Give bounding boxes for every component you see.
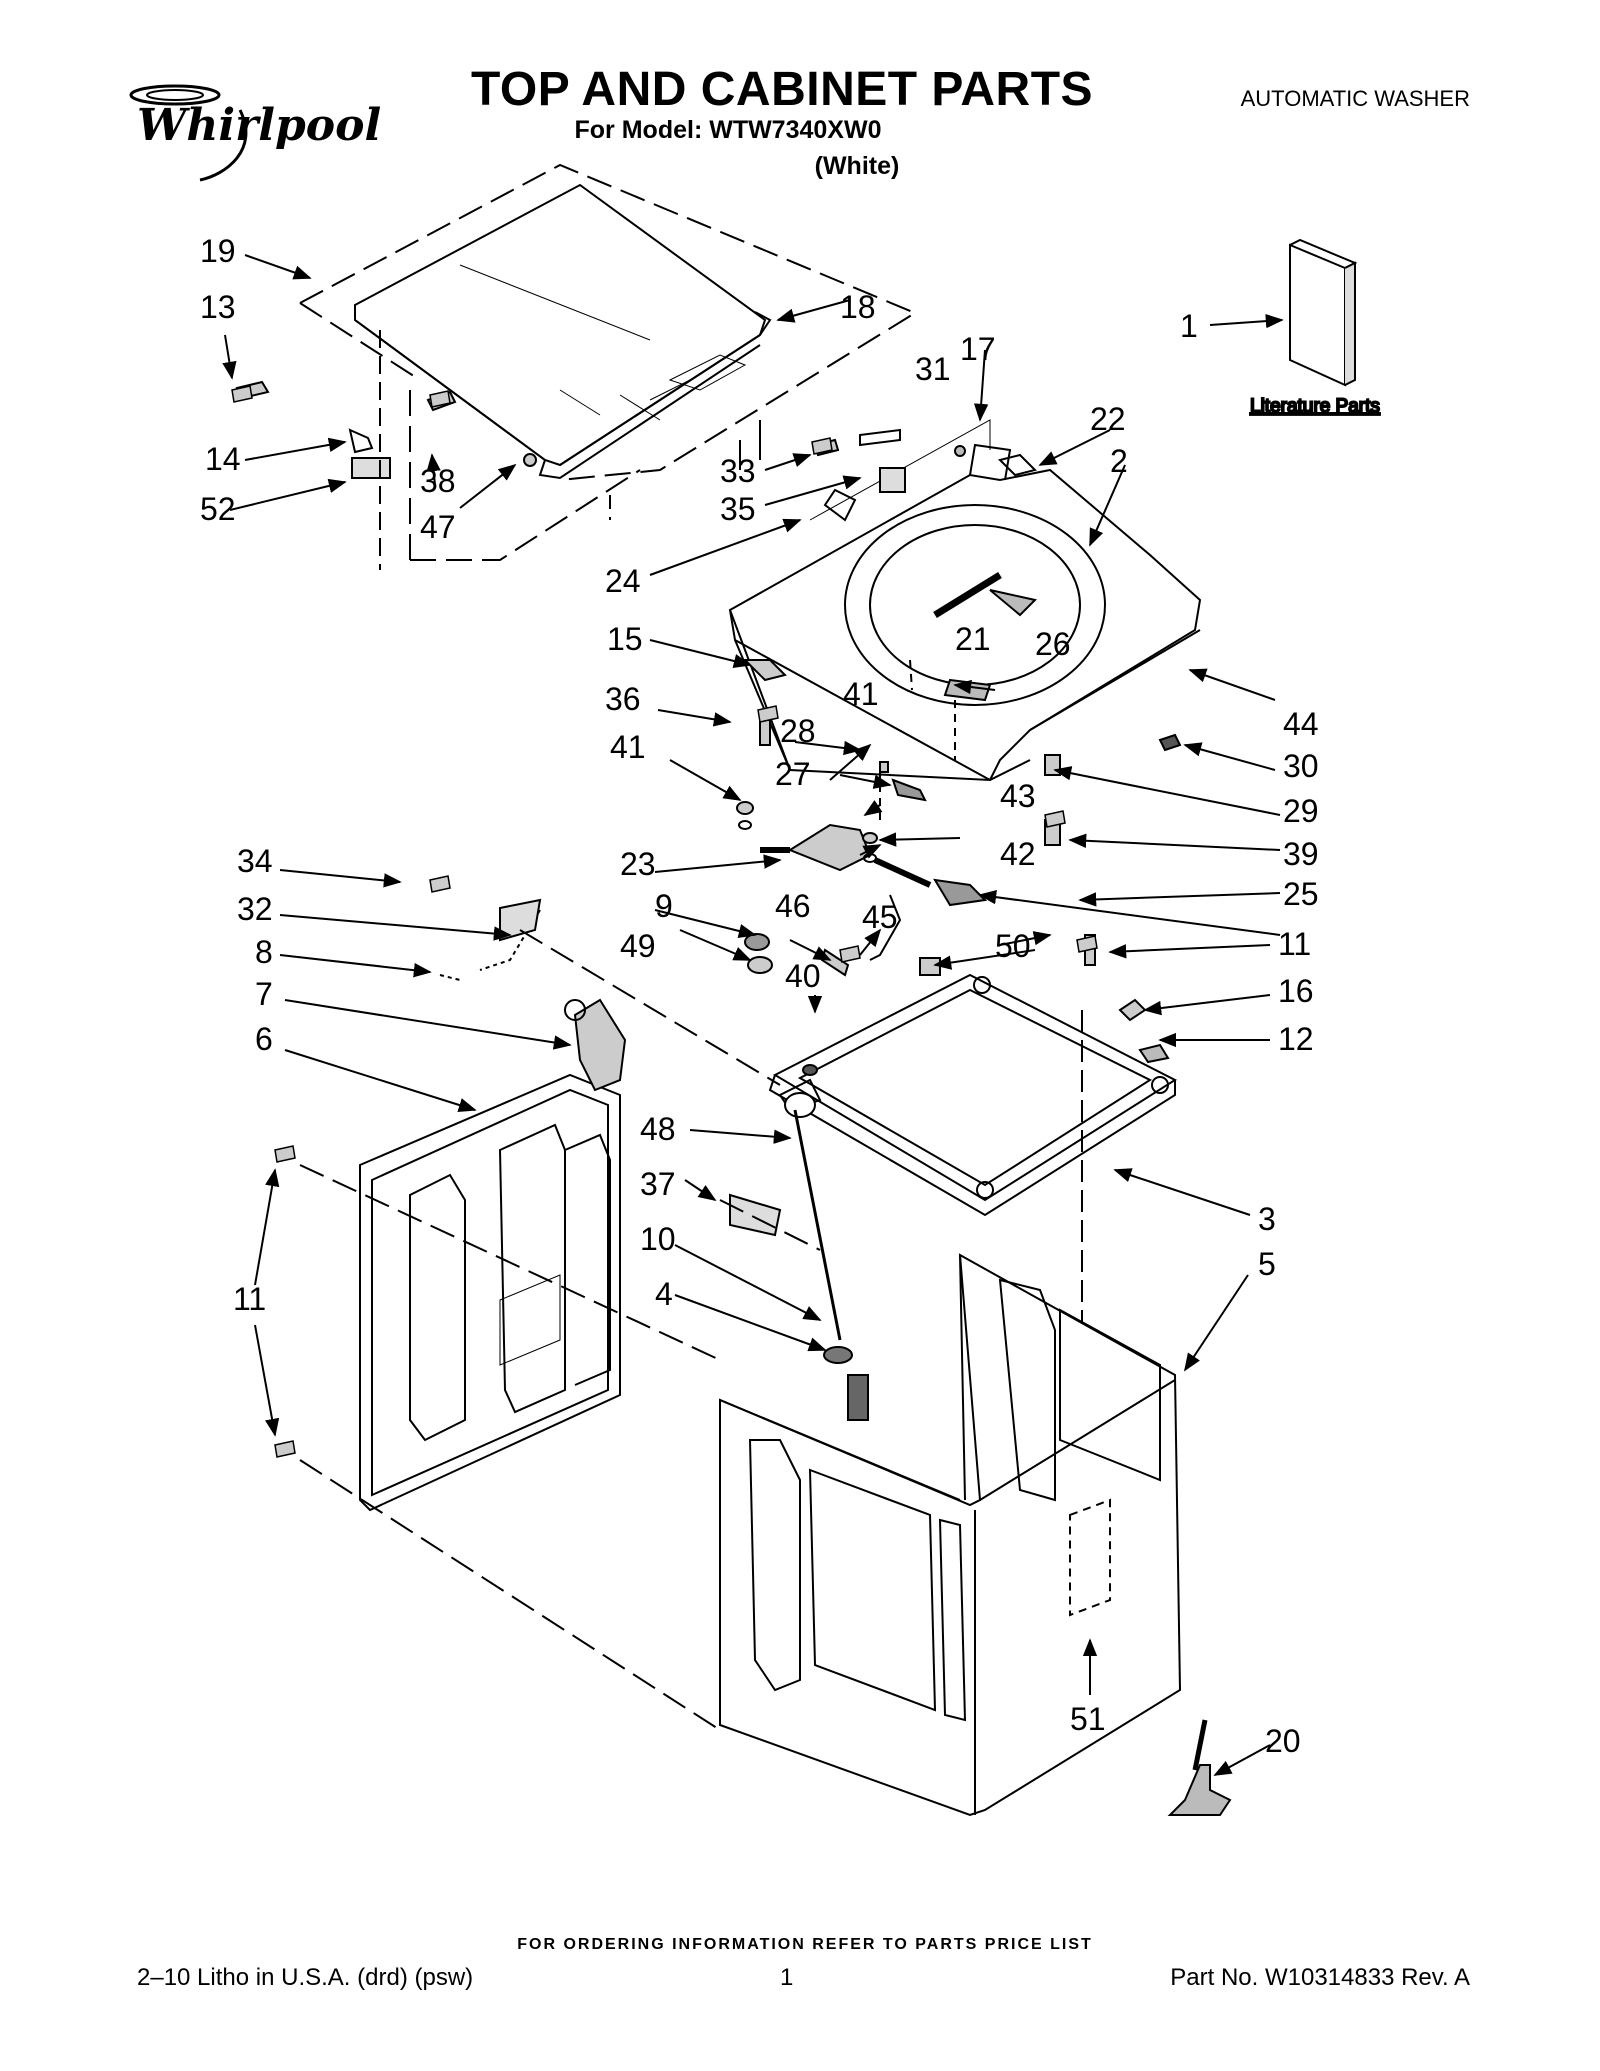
callout-11-top: 11 [1278, 926, 1311, 962]
callout-38: 38 [420, 463, 456, 499]
page-title: TOP AND CABINET PARTS [470, 63, 1094, 116]
print-info: 2–10 Litho in U.S.A. (drd) (psw) [137, 1964, 474, 1991]
callout-12: 12 [1278, 1021, 1314, 1057]
top-panel-small-parts [742, 428, 1182, 846]
callout-41-center: 41 [843, 676, 879, 712]
callout-52: 52 [200, 491, 236, 527]
callout-29: 29 [1283, 793, 1319, 829]
callout-9: 9 [655, 888, 673, 924]
callout-45: 45 [862, 899, 898, 935]
callout-7: 7 [255, 976, 273, 1012]
callout-39: 39 [1283, 836, 1319, 872]
callout-51: 51 [1070, 1701, 1106, 1737]
suspension-parts [736, 801, 988, 907]
callout-42: 42 [1000, 836, 1036, 872]
callout-13: 13 [200, 289, 236, 325]
lower-small-parts [729, 894, 1170, 1421]
callout-47: 47 [420, 509, 456, 545]
callout-10: 10 [640, 1221, 676, 1257]
callout-1: 1 [1180, 308, 1198, 344]
rear-panel [359, 898, 627, 1512]
callout-40: 40 [785, 958, 821, 994]
callout-31: 31 [915, 351, 951, 387]
callout-25: 25 [1283, 876, 1319, 912]
callout-14: 14 [205, 441, 241, 477]
callout-3: 3 [1258, 1201, 1276, 1237]
callout-17: 17 [960, 331, 996, 367]
callout-2: 2 [1110, 443, 1128, 479]
callout-41-left: 41 [610, 729, 646, 765]
callout-8: 8 [255, 934, 273, 970]
callout-15: 15 [607, 621, 643, 657]
dashed-leaders [299, 929, 821, 1731]
callout-35: 35 [720, 491, 756, 527]
callout-22: 22 [1090, 401, 1126, 437]
hinge-parts [235, 330, 537, 570]
callout-28: 28 [780, 713, 816, 749]
callout-11-left: 11 [233, 1281, 266, 1317]
lid-assembly [299, 163, 918, 561]
callout-49: 49 [620, 928, 656, 964]
callout-21: 21 [955, 621, 991, 657]
callout-6: 6 [255, 1021, 273, 1057]
callout-36: 36 [605, 681, 641, 717]
callout-37: 37 [640, 1166, 676, 1202]
callout-43: 43 [1000, 778, 1036, 814]
page-number: 1 [780, 1964, 794, 1991]
literature-part: Literature Parts [1249, 238, 1381, 418]
callout-33: 33 [720, 453, 756, 489]
callout-16: 16 [1278, 973, 1314, 1009]
callout-4: 4 [655, 1276, 673, 1312]
callout-44: 44 [1283, 706, 1319, 742]
callout-5: 5 [1258, 1246, 1276, 1282]
callout-23: 23 [620, 846, 656, 882]
literature-label: Literature Parts [1250, 396, 1380, 417]
base-frame [768, 957, 1178, 1217]
product-type: AUTOMATIC WASHER [1240, 86, 1470, 111]
screws [231, 385, 1098, 1458]
callout-arrows [222, 254, 1284, 1776]
callout-19: 19 [200, 233, 236, 269]
brand-wordmark: Whirlpool [137, 100, 381, 151]
model-line: For Model: WTW7340XW0 [574, 116, 882, 144]
part-number: Part No. W10314833 Rev. A [1170, 1964, 1470, 1991]
callout-30: 30 [1283, 748, 1319, 784]
color-line: (White) [814, 152, 900, 180]
callout-34: 34 [237, 843, 273, 879]
top-panel [728, 419, 1202, 782]
callout-20: 20 [1265, 1723, 1301, 1759]
callout-labels: 1 2 3 4 5 6 7 8 9 10 11 11 12 13 14 15 1… [200, 233, 1319, 1759]
callout-48: 48 [640, 1111, 676, 1147]
ordering-note: FOR ORDERING INFORMATION REFER TO PARTS … [517, 1936, 1093, 1953]
callout-32: 32 [237, 891, 273, 927]
cabinet [719, 1253, 1232, 1817]
callout-27: 27 [775, 756, 811, 792]
callout-50: 50 [995, 928, 1031, 964]
callout-26: 26 [1035, 626, 1071, 662]
callout-24: 24 [605, 563, 641, 599]
callout-18: 18 [840, 289, 876, 325]
whirlpool-logo: Whirlpool [129, 84, 381, 182]
callout-46: 46 [775, 888, 811, 924]
